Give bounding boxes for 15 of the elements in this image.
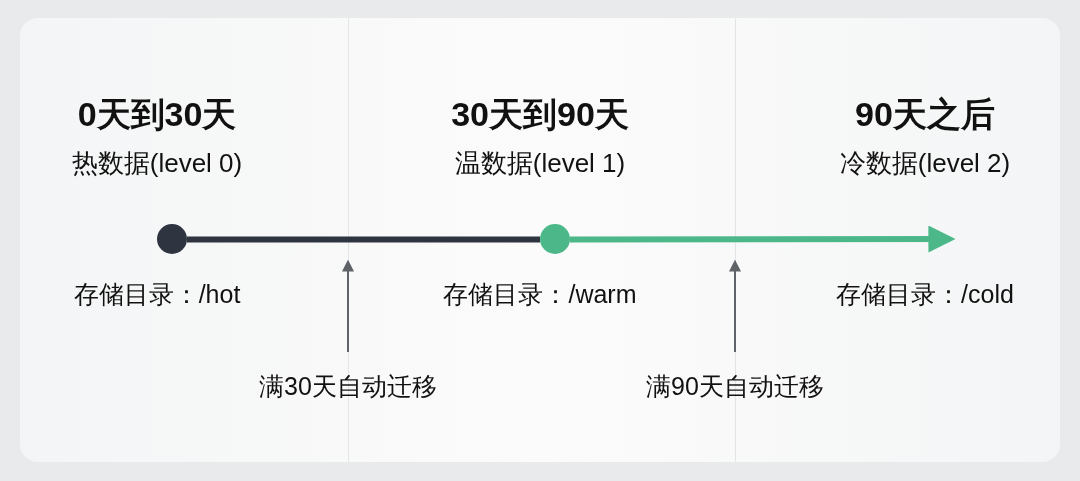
arrow (570, 225, 956, 253)
migration-label: 满30天自动迁移 (259, 370, 437, 403)
storage-path: 存储目录：/warm (443, 279, 637, 310)
arrow (342, 259, 354, 353)
tier-label: 冷数据(level 2) (839, 147, 1011, 180)
period-heading: 0天到30天 (77, 94, 237, 135)
migration-label: 满90天自动迁移 (646, 370, 824, 403)
arrow (729, 259, 741, 353)
period-heading: 30天到90天 (451, 94, 629, 135)
timeline-line (187, 236, 540, 243)
tier-label: 热数据(level 0) (71, 147, 243, 180)
storage-path: 存储目录：/cold (836, 279, 1014, 310)
storage-path: 存储目录：/hot (73, 279, 241, 310)
period-heading: 90天之后 (855, 94, 995, 135)
tier-label: 温数据(level 1) (454, 147, 626, 180)
